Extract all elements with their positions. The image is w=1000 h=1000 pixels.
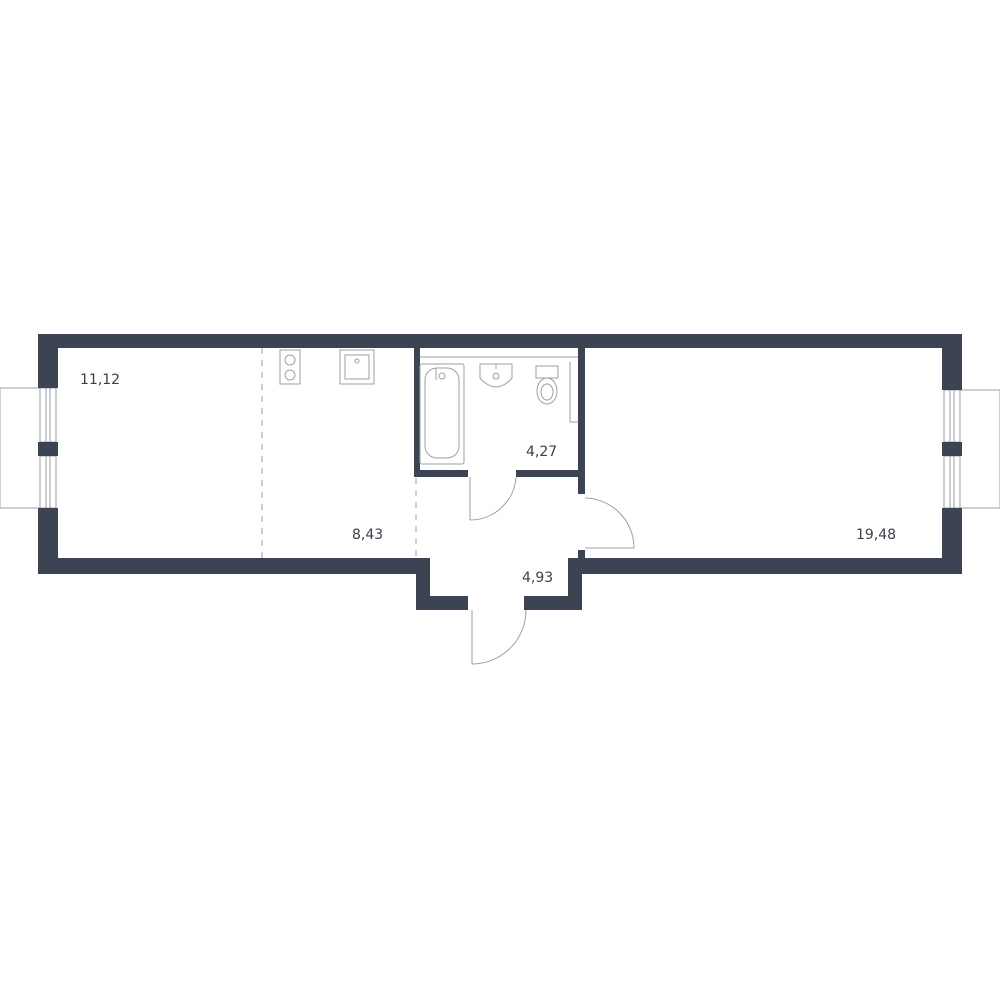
- area-label-living: 11,12: [80, 372, 120, 388]
- washbasin-icon: [479, 363, 513, 388]
- kitchen-sink-icon: [339, 349, 375, 385]
- area-label-hallway: 4,93: [522, 570, 553, 586]
- area-label-bathroom: 4,27: [526, 444, 557, 460]
- bedroom-door[interactable]: [584, 497, 635, 549]
- bathroom-door[interactable]: [469, 476, 517, 521]
- area-label-kitchen: 8,43: [352, 527, 383, 543]
- toilet-icon: [535, 365, 559, 405]
- area-label-bedroom: 19,48: [856, 527, 896, 543]
- entrance-door[interactable]: [471, 609, 527, 665]
- bathroom-walls: [414, 346, 585, 562]
- stove-icon: [279, 349, 301, 385]
- bathtub-icon: [419, 363, 465, 465]
- outer-walls: [38, 334, 962, 610]
